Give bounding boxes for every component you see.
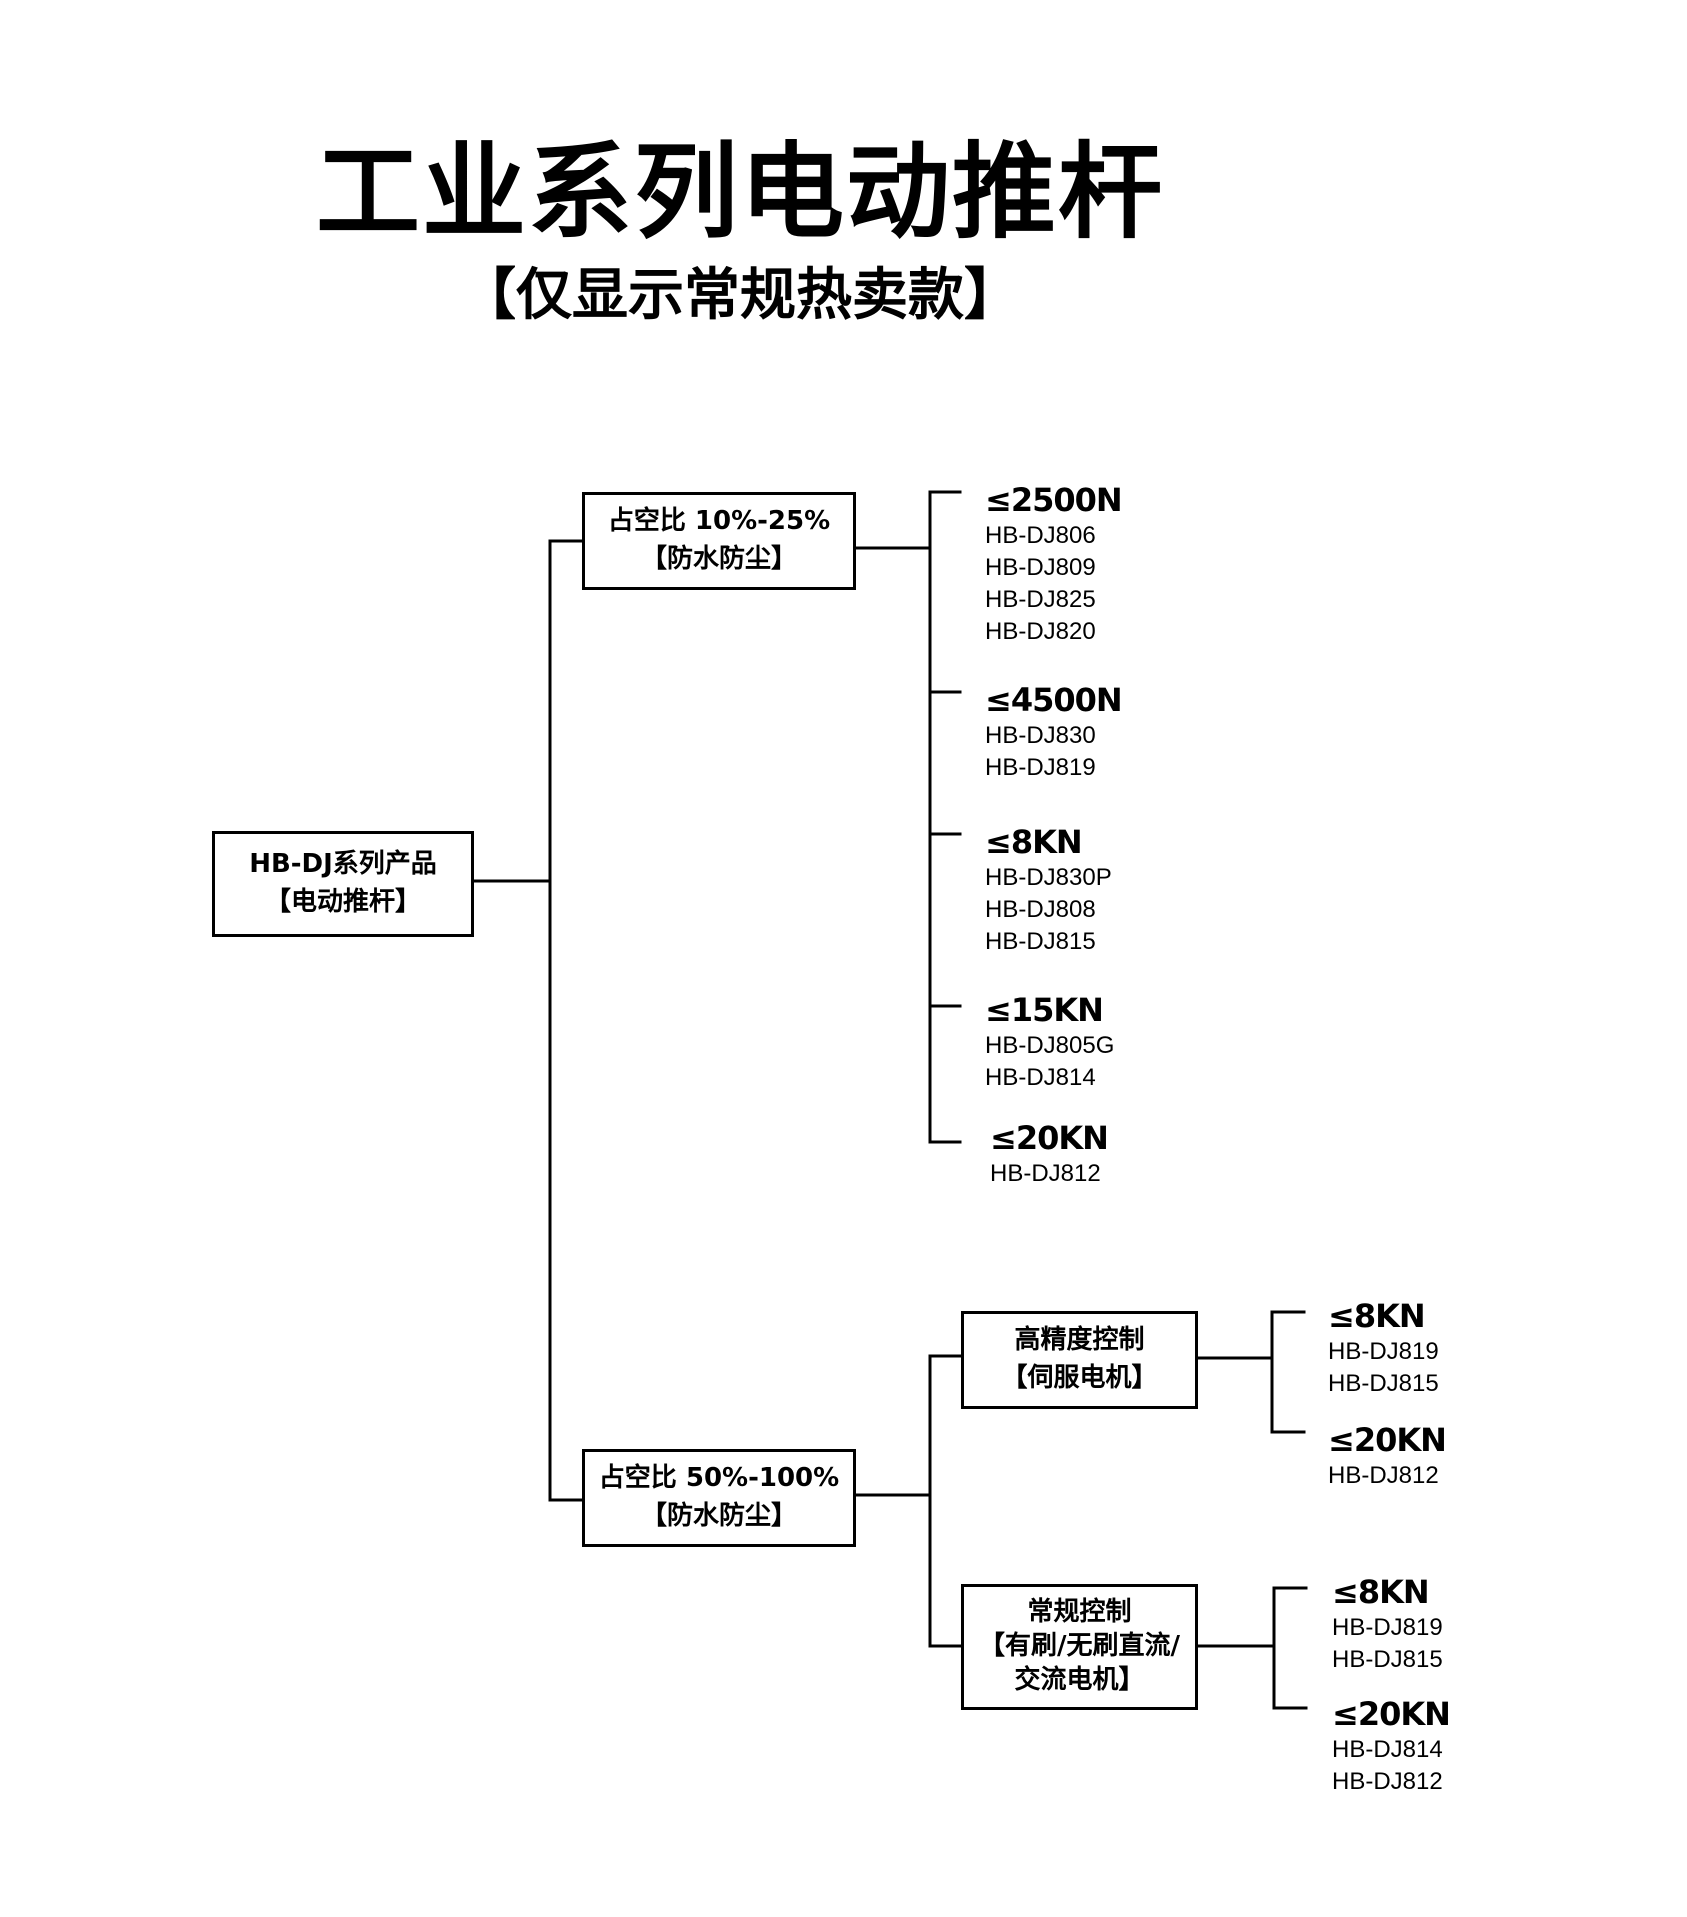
force-label: ≤4500N — [985, 681, 1123, 719]
servo-node: 高精度控制 【伺服电机】 — [961, 1311, 1198, 1409]
servo-subtitle: 【伺服电机】 — [1001, 1363, 1158, 1393]
regular-subtitle: 【有刷/无刷直流/ — [979, 1631, 1180, 1662]
branch-b-subtitle: 【防水防尘】 — [640, 1501, 797, 1531]
page-title: 工业系列电动推杆 — [315, 131, 1164, 253]
model-label: HB-DJ814 — [1332, 1736, 1443, 1763]
regular-node: 常规控制 【有刷/无刷直流/ 交流电机】 — [961, 1584, 1198, 1710]
root-node-subtitle: 【电动推杆】 — [264, 887, 421, 917]
model-label: HB-DJ820 — [985, 618, 1096, 645]
force-label: ≤20KN — [1332, 1695, 1451, 1733]
root-node-title: HB-DJ系列产品 — [249, 849, 437, 880]
model-label: HB-DJ815 — [1328, 1370, 1439, 1397]
force-group: ≤2500N HB-DJ806 HB-DJ809 HB-DJ825 HB-DJ8… — [985, 480, 1123, 648]
force-group: ≤8KN HB-DJ819 HB-DJ815 — [1332, 1572, 1443, 1676]
branch-b-node: 占空比 50%-100% 【防水防尘】 — [582, 1449, 856, 1547]
model-label: HB-DJ809 — [985, 554, 1096, 581]
force-group: ≤20KN HB-DJ812 — [990, 1118, 1109, 1190]
regular-subtitle-2: 交流电机】 — [1014, 1664, 1145, 1695]
branch-b-title: 占空比 50%-100% — [598, 1463, 840, 1494]
model-label: HB-DJ825 — [985, 586, 1096, 613]
model-label: HB-DJ819 — [1328, 1338, 1439, 1365]
branch-a-node: 占空比 10%-25% 【防水防尘】 — [582, 492, 856, 590]
model-label: HB-DJ812 — [990, 1160, 1101, 1187]
force-group: ≤8KN HB-DJ819 HB-DJ815 — [1328, 1296, 1439, 1400]
force-group: ≤8KN HB-DJ830P HB-DJ808 HB-DJ815 — [985, 822, 1112, 958]
force-label: ≤15KN — [985, 991, 1104, 1029]
force-group: ≤15KN HB-DJ805G HB-DJ814 — [985, 990, 1114, 1094]
regular-title: 常规控制 — [1027, 1597, 1132, 1628]
branch-a-title: 占空比 10%-25% — [607, 506, 831, 537]
force-label: ≤2500N — [985, 481, 1123, 519]
model-label: HB-DJ806 — [985, 522, 1096, 549]
model-label: HB-DJ812 — [1332, 1768, 1443, 1795]
model-label: HB-DJ815 — [1332, 1646, 1443, 1673]
model-label: HB-DJ819 — [1332, 1614, 1443, 1641]
force-label: ≤20KN — [1328, 1421, 1447, 1459]
page-subtitle: 【仅显示常规热卖款】 — [460, 263, 1020, 328]
force-group: ≤20KN HB-DJ814 HB-DJ812 — [1332, 1694, 1451, 1798]
force-label: ≤8KN — [1328, 1297, 1426, 1335]
force-label: ≤8KN — [1332, 1573, 1430, 1611]
model-label: HB-DJ808 — [985, 896, 1096, 923]
model-label: HB-DJ830 — [985, 722, 1096, 749]
force-label: ≤8KN — [985, 823, 1083, 861]
force-label: ≤20KN — [990, 1119, 1109, 1157]
model-label: HB-DJ815 — [985, 928, 1096, 955]
model-label: HB-DJ812 — [1328, 1462, 1439, 1489]
model-label: HB-DJ805G — [985, 1032, 1115, 1059]
servo-title: 高精度控制 — [1014, 1325, 1145, 1356]
model-label: HB-DJ819 — [985, 754, 1096, 781]
model-label: HB-DJ830P — [985, 864, 1112, 891]
model-label: HB-DJ814 — [985, 1064, 1096, 1091]
branch-a-subtitle: 【防水防尘】 — [640, 544, 797, 574]
force-group: ≤20KN HB-DJ812 — [1328, 1420, 1447, 1492]
force-group: ≤4500N HB-DJ830 HB-DJ819 — [985, 680, 1123, 784]
root-node: HB-DJ系列产品 【电动推杆】 — [212, 831, 474, 937]
